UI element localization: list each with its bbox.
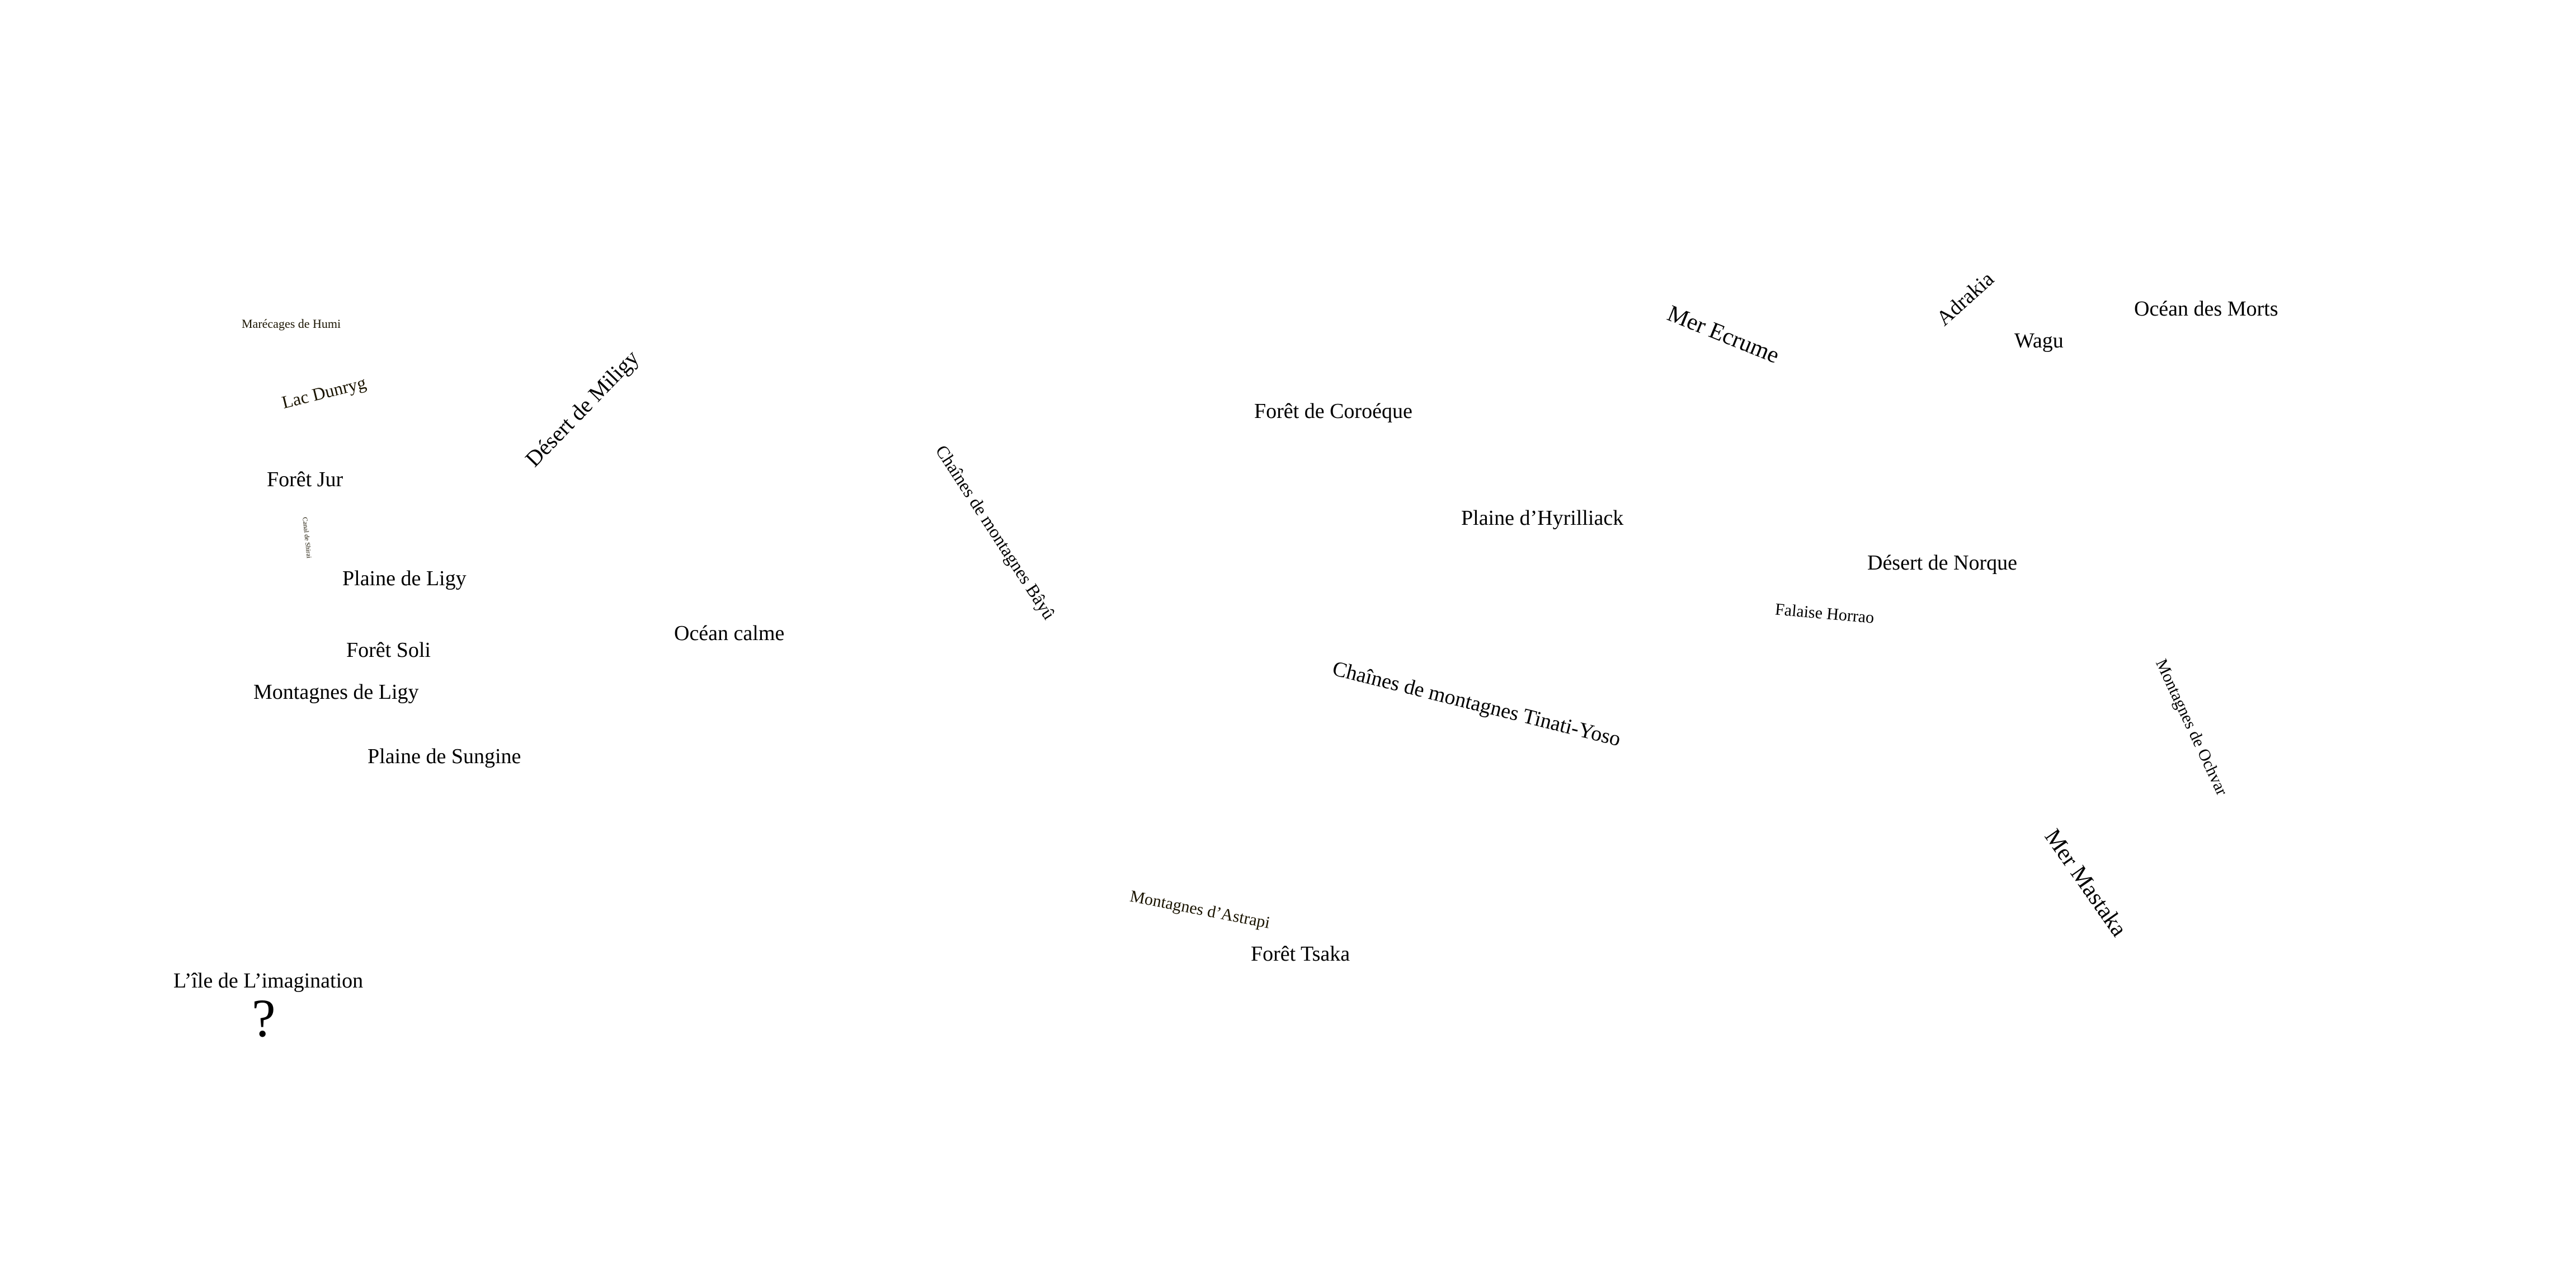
label-chaines-de-montagnes-bayu: Chaînes de montagnes Bâyû <box>931 441 1059 623</box>
label-desert-de-norque: Désert de Norque <box>1867 551 2018 575</box>
label-chaines-de-montagnes-tinati-yoso: Chaînes de montagnes Tinati-Yoso <box>1330 656 1623 751</box>
label-wagu: Wagu <box>2014 329 2064 352</box>
label-foret-tsaka: Forêt Tsaka <box>1251 942 1350 966</box>
label-marecages-de-humi: Marécages de Humi <box>242 317 341 331</box>
label-adrakia: Adrakia <box>1932 267 1999 331</box>
label-plaine-de-ligy: Plaine de Ligy <box>342 567 467 590</box>
label-desert-de-miligy: Désert de Miligy <box>520 345 644 472</box>
label-montagnes-d-astrapi: Montagnes d’Astrapi <box>1128 887 1272 932</box>
label-montagnes-de-ochvar: Montagnes de Ochvar <box>2151 656 2231 798</box>
label-plaine-de-sungine: Plaine de Sungine <box>368 745 521 768</box>
label-foret-de-coroeque: Forêt de Coroéque <box>1254 399 1412 423</box>
label-foret-soli: Forêt Soli <box>346 638 431 662</box>
label-mer-mastaka: Mer Mastaka <box>2039 824 2132 942</box>
label-ocean-des-morts: Océan des Morts <box>2134 297 2278 321</box>
question-mark-icon: ? <box>252 988 276 1048</box>
label-lac-dunryg: Lac Dunryg <box>279 372 368 413</box>
label-foret-jur: Forêt Jur <box>267 468 343 491</box>
label-montagnes-de-ligy: Montagnes de Ligy <box>253 680 419 704</box>
label-mer-ecrume: Mer Ecrume <box>1664 300 1783 369</box>
label-ile-de-l-imagination: L’île de L’imagination <box>173 969 364 993</box>
label-plaine-d-hyrilliack: Plaine d’Hyrilliack <box>1461 506 1624 530</box>
label-canal: Canal de Shirai <box>301 516 313 559</box>
label-falaise-horrao: Falaise Horrao <box>1774 600 1875 627</box>
label-ocean-calme: Océan calme <box>674 622 785 645</box>
